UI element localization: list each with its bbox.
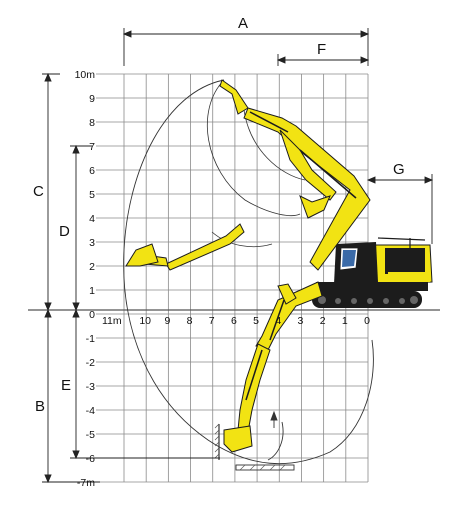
x-tick-label: 1 bbox=[342, 315, 348, 327]
y-tick-label: 3 bbox=[89, 237, 95, 249]
x-tick-label: 7 bbox=[209, 315, 215, 327]
boom-pose-max-height bbox=[219, 79, 371, 271]
y-tick-label: -7m bbox=[77, 477, 95, 489]
y-tick-label: -3 bbox=[86, 381, 95, 393]
y-tick-label: 5 bbox=[89, 189, 95, 201]
y-axis-labels: 10m 9 8 7 6 5 4 3 2 1 0 -1 -2 -3 -4 -5 -6 -7m bbox=[75, 69, 96, 489]
dim-label-c: C bbox=[33, 183, 44, 200]
floor-hatch-lines bbox=[239, 464, 286, 471]
x-tick-label: 11m bbox=[102, 315, 122, 327]
x-tick-label: 5 bbox=[253, 315, 259, 327]
y-tick-label: 10m bbox=[75, 69, 96, 81]
y-tick-label: 4 bbox=[89, 213, 95, 225]
y-tick-label: -5 bbox=[86, 429, 95, 441]
x-tick-label: 8 bbox=[187, 315, 193, 327]
boom-pose-max-depth bbox=[223, 281, 323, 453]
x-tick-label: 9 bbox=[164, 315, 170, 327]
grid bbox=[96, 73, 369, 483]
inner-arc-3 bbox=[243, 109, 306, 181]
direction-arrow-icon bbox=[267, 410, 284, 461]
inner-arc-2 bbox=[211, 231, 273, 248]
dim-label-g: G bbox=[393, 161, 405, 178]
y-tick-label: 1 bbox=[89, 285, 95, 297]
cylinders-top bbox=[249, 111, 357, 199]
dim-label-a: A bbox=[238, 15, 248, 32]
excavator-body bbox=[312, 237, 433, 308]
dim-label-d: D bbox=[59, 223, 70, 240]
y-tick-label: 8 bbox=[89, 117, 95, 129]
cylinders-depth bbox=[245, 299, 285, 401]
y-tick-label: -4 bbox=[86, 405, 95, 417]
dimension-lines bbox=[42, 28, 434, 484]
dim-label-b: B bbox=[35, 398, 45, 415]
dim-label-e: E bbox=[61, 377, 71, 394]
y-tick-label: -2 bbox=[86, 357, 95, 369]
y-tick-label: 2 bbox=[89, 261, 95, 273]
x-tick-label: 4 bbox=[275, 315, 281, 327]
y-tick-label: 6 bbox=[89, 165, 95, 177]
y-tick-label: 9 bbox=[89, 93, 95, 105]
x-tick-label: 0 bbox=[364, 315, 370, 327]
y-tick-label: -6 bbox=[86, 453, 95, 465]
x-tick-label: 6 bbox=[231, 315, 237, 327]
y-tick-label: -1 bbox=[86, 333, 95, 345]
x-tick-label: 10 bbox=[139, 315, 151, 327]
floor-hatch bbox=[235, 464, 295, 471]
y-tick-label: 7 bbox=[89, 141, 95, 153]
y-tick-label: 0 bbox=[89, 309, 95, 321]
wall-hatch bbox=[214, 423, 220, 459]
reach-envelope bbox=[123, 79, 374, 465]
x-tick-label: 3 bbox=[298, 315, 304, 327]
x-tick-label: 2 bbox=[320, 315, 326, 327]
dim-label-f: F bbox=[317, 41, 326, 58]
inner-envelope bbox=[206, 79, 301, 217]
boom-pose-max-reach bbox=[125, 223, 245, 271]
